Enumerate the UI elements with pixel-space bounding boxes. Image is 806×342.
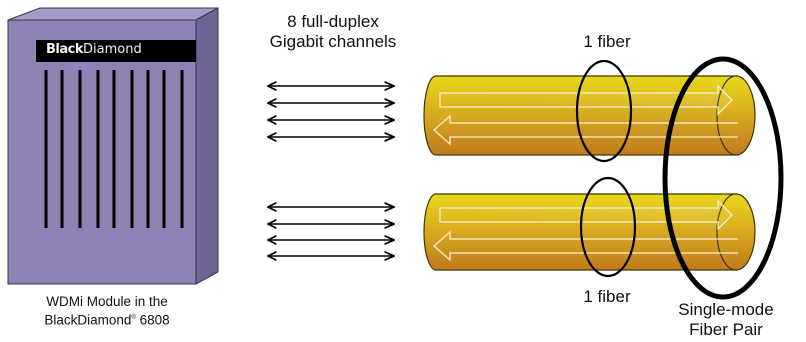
- channel-arrows: [268, 86, 394, 256]
- fiber-top: [423, 59, 756, 163]
- fiber-pair-label-line1: Single-mode: [678, 300, 774, 319]
- chassis-brand-logo: BlackDiamond: [46, 42, 142, 57]
- chassis-brand-plate: [36, 40, 196, 62]
- channels-label-line1: 8 full-duplex: [287, 12, 379, 31]
- chassis-caption: WDMi Module in the BlackDiamond® 6808: [2, 293, 212, 329]
- caption-model-number: 6808: [135, 312, 170, 328]
- fiber-top-end: [716, 75, 756, 156]
- channels-label-line2: Gigabit channels: [269, 32, 397, 51]
- fiber-bottom-return-path: [433, 230, 738, 262]
- caption-product-name: BlackDiamond: [44, 312, 132, 328]
- fiber-top-return-path: [433, 114, 738, 146]
- fiber-bottom-label: 1 fiber: [583, 287, 631, 306]
- fiber-top-light-path: [439, 84, 733, 116]
- fiber-bottom-ring: [579, 176, 637, 278]
- fiber-bottom: [423, 176, 756, 278]
- fiber-top-ring: [575, 59, 633, 163]
- chassis-caption-line2: BlackDiamond® 6808: [2, 310, 212, 329]
- fiber-bottom-light-path: [439, 199, 733, 231]
- chassis-top-face: [7, 7, 219, 21]
- fiber-top-label: 1 fiber: [583, 32, 631, 51]
- registered-mark: ®: [131, 315, 136, 321]
- chassis-caption-line1: WDMi Module in the: [46, 294, 168, 309]
- fiber-pair-ring: [662, 56, 784, 300]
- fiber-pair-label: Single-mode Fiber Pair: [656, 300, 796, 340]
- blackdiamond-chassis: [7, 7, 219, 285]
- channels-label: 8 full-duplex Gigabit channels: [248, 12, 418, 52]
- chassis-slots: [44, 70, 184, 228]
- fiber-bottom-body: [423, 193, 737, 271]
- brand-bold-text: Black: [46, 42, 84, 57]
- fiber-pair-label-line2: Fiber Pair: [689, 320, 763, 339]
- chassis-side-face: [195, 7, 219, 285]
- brand-light-text: Diamond: [83, 42, 142, 57]
